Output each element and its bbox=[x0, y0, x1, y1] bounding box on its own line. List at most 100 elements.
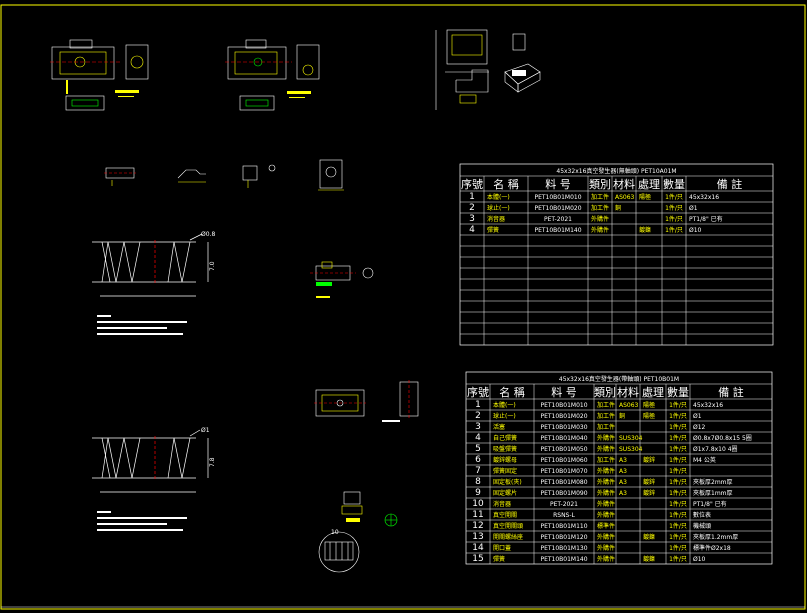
bom-cell: 45x32x16 bbox=[693, 402, 723, 409]
bom-cell: PET10B01M110 bbox=[540, 523, 587, 530]
bom-header-cell: 備 註 bbox=[717, 178, 743, 191]
bom-cell: 固定螺片 bbox=[493, 489, 517, 497]
bom-cell: 1件/只 bbox=[669, 500, 687, 508]
bom-header-cell: 料 号 bbox=[545, 177, 571, 191]
bom-cell: 1件/只 bbox=[665, 215, 683, 223]
bom-cell: 4 bbox=[469, 225, 475, 235]
bom-cell: A3 bbox=[619, 490, 627, 497]
part-view-1[interactable] bbox=[50, 39, 149, 111]
bom-cell: PET10B01M050 bbox=[540, 446, 587, 453]
bom-cell: 外購件 bbox=[591, 215, 609, 223]
spring1-height-dim: 7.0 bbox=[209, 261, 216, 271]
bom-cell: 8 bbox=[475, 477, 481, 487]
bom-cell: SUS304 bbox=[619, 435, 643, 442]
bom-cell: 鍍鎳 bbox=[643, 533, 655, 541]
bom-cell: 1件/只 bbox=[669, 511, 687, 519]
small-details[interactable] bbox=[104, 159, 344, 191]
bom-cell: PET10B01M010 bbox=[540, 402, 587, 409]
bom-cell: 機械頭 bbox=[693, 522, 711, 530]
bom-cell: 彈簧 bbox=[487, 226, 499, 234]
spring2-notes bbox=[97, 511, 187, 531]
bom-cell: 夾板厚1.2mm厚 bbox=[693, 533, 738, 541]
bom-cell: Ø10 bbox=[689, 227, 702, 234]
bom-header-cell: 名 稱 bbox=[493, 177, 519, 191]
bom-cell: 1件/只 bbox=[669, 467, 687, 475]
bom-cell: 數位表 bbox=[693, 511, 711, 519]
bom-cell: 1件/只 bbox=[669, 544, 687, 552]
bom-cell: 陽極 bbox=[643, 401, 655, 409]
bom-header-cell: 類別 bbox=[589, 178, 611, 191]
bom-cell: 彈簧 bbox=[493, 555, 505, 563]
bom-title: 45x32x16真空發生器(帶軸頭) PET10B01M bbox=[559, 375, 679, 383]
bom-cell: 吸盤彈簧 bbox=[493, 445, 517, 453]
bom-cell: 標準件 bbox=[597, 522, 615, 530]
bom-cell: 外購件 bbox=[597, 533, 615, 541]
bom-cell: 加工件 bbox=[597, 423, 615, 431]
detail-label: 10 bbox=[331, 529, 339, 536]
bom-cell: 外購件 bbox=[597, 467, 615, 475]
bom-cell: 銅 bbox=[615, 204, 621, 212]
bom-cell: 7 bbox=[475, 466, 481, 476]
bom-cell: 加工件 bbox=[597, 456, 615, 464]
bom-cell: 1件/只 bbox=[669, 434, 687, 442]
spring1-width-dim: Ø0.8 bbox=[201, 231, 215, 238]
bom-cell: 外購件 bbox=[597, 445, 615, 453]
bom-cell: 開口蓋 bbox=[493, 544, 511, 552]
bom-cell: 1件/只 bbox=[669, 555, 687, 563]
bom-cell: 3 bbox=[469, 214, 475, 224]
bom-cell: PET10B01M140 bbox=[534, 227, 581, 234]
bom-header-cell: 數量 bbox=[663, 178, 685, 191]
bom-cell: 1件/只 bbox=[669, 478, 687, 486]
bom-cell: SUS304 bbox=[619, 446, 643, 453]
bom-cell: PET10B01M090 bbox=[540, 490, 587, 497]
bom-header-cell: 材料 bbox=[613, 177, 635, 191]
bom-cell: PT1/8" 已有 bbox=[693, 500, 727, 508]
bom-header-cell: 名 稱 bbox=[499, 385, 525, 399]
spring-1[interactable] bbox=[92, 233, 209, 297]
bom-cell: 加工件 bbox=[597, 412, 615, 420]
bom-cell: 鍍鎳 bbox=[643, 555, 655, 563]
bom-cell: RSNS-L bbox=[553, 512, 575, 519]
bom-cell: Ø1 bbox=[689, 205, 698, 212]
bom-cell: 5 bbox=[475, 444, 481, 454]
bom-cell: 外購件 bbox=[597, 555, 615, 563]
bom-cell: PET10B01M130 bbox=[540, 545, 587, 552]
bom-header-cell: 材料 bbox=[617, 385, 639, 399]
part-view-4[interactable] bbox=[314, 380, 419, 422]
fitting-view[interactable] bbox=[310, 261, 374, 298]
spring-2[interactable] bbox=[92, 429, 209, 493]
bom-cell: A3 bbox=[619, 468, 627, 475]
part-view-2[interactable] bbox=[225, 39, 320, 111]
bom-cell: 9 bbox=[475, 488, 481, 498]
bom-cell: PET10B01M040 bbox=[540, 435, 587, 442]
bom-cell: PET10B01M140 bbox=[540, 556, 587, 563]
bom-frame bbox=[465, 371, 773, 565]
bom-cell: 加工件 bbox=[591, 193, 609, 201]
small-parts-bottom[interactable] bbox=[318, 491, 398, 573]
part-view-3[interactable] bbox=[435, 29, 541, 110]
bom-cell: M4 公英 bbox=[693, 456, 716, 464]
bom-table-2[interactable]: 45x32x16真空發生器(帶軸頭) PET10B01M序號名 稱料 号類別材料… bbox=[465, 371, 773, 565]
bom-cell: 球止(一) bbox=[487, 204, 510, 212]
bom-cell: AS063 bbox=[615, 194, 635, 201]
bom-cell: AS063 bbox=[619, 402, 639, 409]
bom-header-cell: 處理 bbox=[642, 385, 664, 399]
bom-cell: A3 bbox=[619, 479, 627, 486]
bom-cell: 夾板厚2mm厚 bbox=[693, 478, 733, 486]
bom-cell: 本體(一) bbox=[493, 401, 516, 409]
bom-cell: 外購件 bbox=[591, 226, 609, 234]
bom-cell: 銅 bbox=[619, 412, 625, 420]
bom-cell: 15 bbox=[472, 554, 483, 564]
bom-cell: 開關螺絲座 bbox=[493, 533, 523, 541]
bom-cell: 2 bbox=[475, 411, 481, 421]
bom-cell: 1件/只 bbox=[669, 533, 687, 541]
bom-cell: 45x32x16 bbox=[689, 194, 719, 201]
bom-cell: Ø1 bbox=[693, 413, 702, 420]
bom-cell: 真空開關 bbox=[493, 511, 517, 519]
bom-cell: 加工件 bbox=[591, 204, 609, 212]
bom-cell: 1件/只 bbox=[665, 193, 683, 201]
bom-table-1[interactable]: 45x32x16真空發生器(無軸頭) PET10A01M序號名 稱料 号類別材料… bbox=[459, 163, 774, 346]
bom-cell: 13 bbox=[472, 532, 483, 542]
